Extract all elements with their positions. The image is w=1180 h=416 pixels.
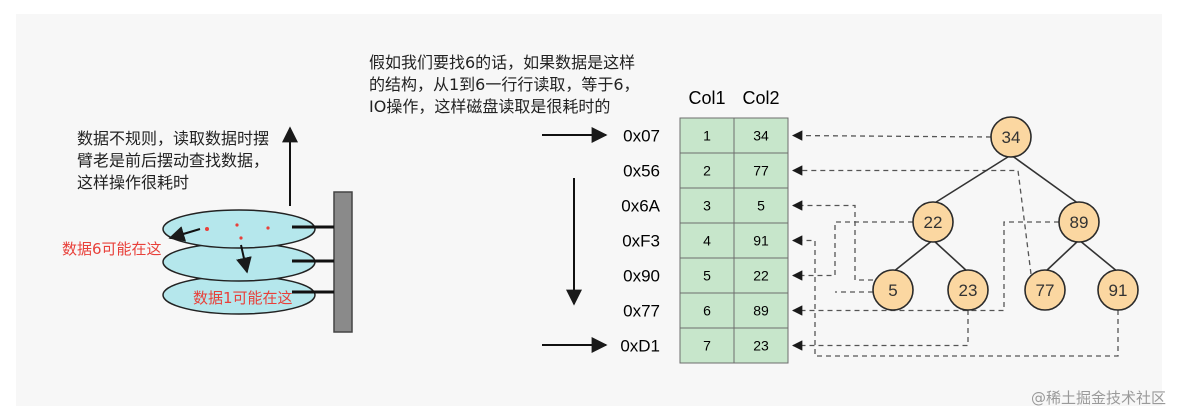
- table-note-line: 假如我们要找6的话，如果数据是这样: [369, 53, 636, 72]
- tree-edge: [1044, 239, 1080, 273]
- tree-edge: [1078, 239, 1119, 273]
- tree-node-label: 91: [1109, 281, 1128, 300]
- watermark: @稀土掘金技术社区: [1030, 389, 1166, 407]
- label-data1: 数据1可能在这: [193, 289, 293, 307]
- col2-value: 22: [753, 268, 769, 284]
- arrow-to-data6: [168, 226, 201, 242]
- row-address: 0xD1: [620, 337, 660, 356]
- table-cell-col2: [733, 327, 789, 364]
- tree-node-label: 23: [959, 281, 978, 300]
- table-cell-col1: [679, 257, 735, 294]
- tree-node: [1024, 269, 1066, 311]
- row-address: 0x56: [623, 162, 660, 181]
- tree-node-label: 22: [924, 213, 943, 232]
- tree-node-label: 34: [1002, 128, 1021, 147]
- pointer-22: [791, 221, 913, 281]
- table-cell-col2: [733, 257, 789, 294]
- col2-value: 23: [753, 338, 769, 354]
- platter-top: [162, 209, 316, 249]
- col1-header: Col1: [688, 88, 725, 108]
- tree-node: [1058, 201, 1100, 243]
- row-address: 0x77: [623, 302, 660, 321]
- col1-value: 1: [703, 128, 711, 144]
- row-address: 0x07: [623, 127, 660, 146]
- pointer-34: [791, 130, 992, 141]
- data-dot: [205, 227, 209, 231]
- disk-note-line: 臂老是前后摆动查找数据，: [77, 151, 270, 170]
- table-note: 假如我们要找6的话，如果数据是这样 的结构，从1到6一行行读取，等于6， IO操…: [369, 52, 640, 118]
- tree-edge: [932, 154, 1012, 205]
- tree-node: [1097, 269, 1139, 311]
- data-dot: [235, 223, 239, 227]
- tree-node-label: 5: [888, 281, 897, 300]
- col1-value: 7: [703, 338, 711, 354]
- disk-note: 数据不规则，读取数据时摆 臂老是前后摆动查找数据， 这样操作很耗时: [77, 128, 269, 194]
- table-note-line: IO操作，这样磁盘读取是很耗时的: [369, 97, 611, 116]
- col2-value: 77: [753, 163, 769, 179]
- table-cell-col2: [733, 222, 789, 259]
- table-cell-col1: [679, 292, 735, 329]
- table-cell-col2: [733, 117, 789, 154]
- pointer-77: [791, 165, 1032, 275]
- tree-node: [990, 116, 1032, 158]
- row-address: 0xF3: [622, 232, 660, 251]
- data-dot: [239, 236, 243, 240]
- pointer-89: [791, 221, 1059, 316]
- col1-value: 3: [703, 198, 711, 214]
- arrow-to-data1: [236, 244, 252, 274]
- table-cell-col1: [679, 327, 735, 364]
- tree-node-label: 89: [1070, 213, 1089, 232]
- disk-note-line: 这样操作很耗时: [77, 173, 190, 192]
- row-address: 0x6A: [621, 197, 660, 216]
- col2-value: 34: [753, 128, 769, 144]
- label-data6: 数据6可能在这: [62, 240, 162, 258]
- row-address: 0x90: [623, 267, 660, 286]
- pointer-23: [791, 310, 969, 351]
- tree-edge: [1010, 154, 1080, 205]
- table-note-line: 的结构，从1到6一行行读取，等于6，: [369, 75, 640, 94]
- col1-value: 4: [703, 233, 711, 249]
- tree-edge: [892, 239, 934, 273]
- col1-value: 6: [703, 303, 711, 319]
- table-cell-col1: [679, 222, 735, 259]
- tree-node: [872, 269, 914, 311]
- pointer-91: [791, 235, 1119, 357]
- table-cell-col2: [733, 187, 789, 224]
- diagram-canvas: [16, 14, 1162, 406]
- col2-value: 5: [757, 198, 765, 214]
- table-cell-col2: [733, 292, 789, 329]
- col2-value: 91: [753, 233, 769, 249]
- col2-value: 89: [753, 303, 769, 319]
- pointer-5: [791, 200, 873, 281]
- col1-value: 5: [703, 268, 711, 284]
- table-cell-col2: [733, 152, 789, 189]
- tree-node: [912, 201, 954, 243]
- tree-node-label: 77: [1036, 281, 1055, 300]
- col1-value: 2: [703, 163, 711, 179]
- disk-note-line: 数据不规则，读取数据时摆: [77, 129, 270, 148]
- data-dot: [266, 226, 270, 230]
- tree-edge: [932, 239, 969, 273]
- col2-header: Col2: [742, 88, 779, 108]
- tree-node: [947, 269, 989, 311]
